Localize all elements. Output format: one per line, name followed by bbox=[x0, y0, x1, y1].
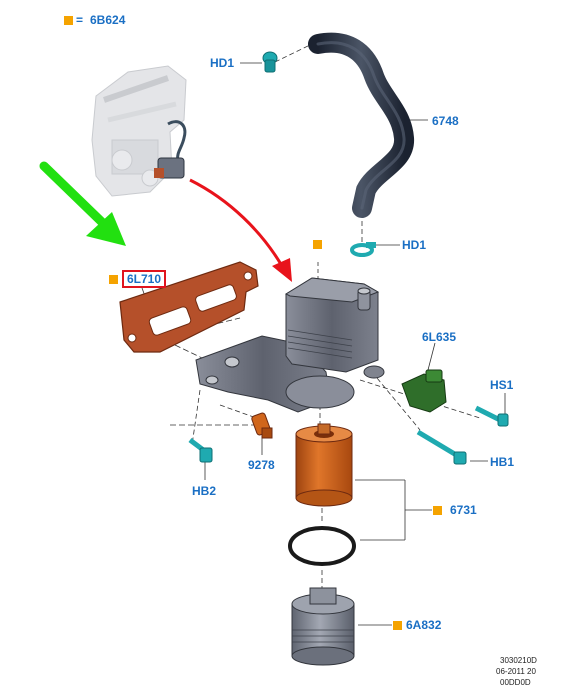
label-hose: 6748 bbox=[432, 114, 459, 128]
label-hb1: HB1 bbox=[490, 455, 515, 469]
label-hb2: HB2 bbox=[192, 484, 217, 498]
marker-cap bbox=[393, 621, 402, 630]
label-hs1: HS1 bbox=[490, 378, 514, 392]
hose-clip-mid bbox=[350, 242, 376, 257]
filter-cap bbox=[291, 587, 355, 666]
label-hd1-top: HD1 bbox=[210, 56, 235, 70]
oil-filter-element bbox=[295, 423, 353, 507]
label-cap: 6A832 bbox=[406, 618, 442, 632]
green-arrow bbox=[39, 161, 126, 246]
hose-clip-top bbox=[262, 51, 278, 73]
bolt-hb1 bbox=[416, 429, 467, 465]
engine-highlight bbox=[154, 120, 187, 179]
legend-marker bbox=[64, 16, 73, 25]
bolt-hs1 bbox=[474, 405, 509, 427]
label-sender: 9278 bbox=[248, 458, 275, 472]
o-ring bbox=[288, 526, 356, 566]
legend-code: 6B624 bbox=[90, 13, 126, 27]
marker-housing bbox=[313, 240, 322, 249]
red-arrow bbox=[189, 178, 292, 282]
legend-equals: = bbox=[76, 13, 84, 27]
coolant-hose bbox=[308, 32, 414, 218]
label-gasket: 6L710 bbox=[122, 270, 167, 288]
marker-gasket bbox=[109, 275, 118, 284]
oil-filter-housing bbox=[195, 277, 385, 413]
marker-filter bbox=[433, 506, 442, 515]
sensor-part bbox=[401, 369, 447, 413]
sender-part bbox=[251, 412, 273, 439]
reference-line-1: 3030210D bbox=[500, 656, 537, 665]
reference-line-2: 06-2011 20 bbox=[496, 667, 536, 676]
gasket-part bbox=[119, 261, 259, 353]
bolt-hb2 bbox=[188, 438, 213, 463]
label-hd1-mid: HD1 bbox=[402, 238, 427, 252]
label-sensor: 6L635 bbox=[422, 330, 457, 344]
label-filter: 6731 bbox=[450, 503, 477, 517]
reference-line-3: 00DD0D bbox=[500, 678, 531, 687]
